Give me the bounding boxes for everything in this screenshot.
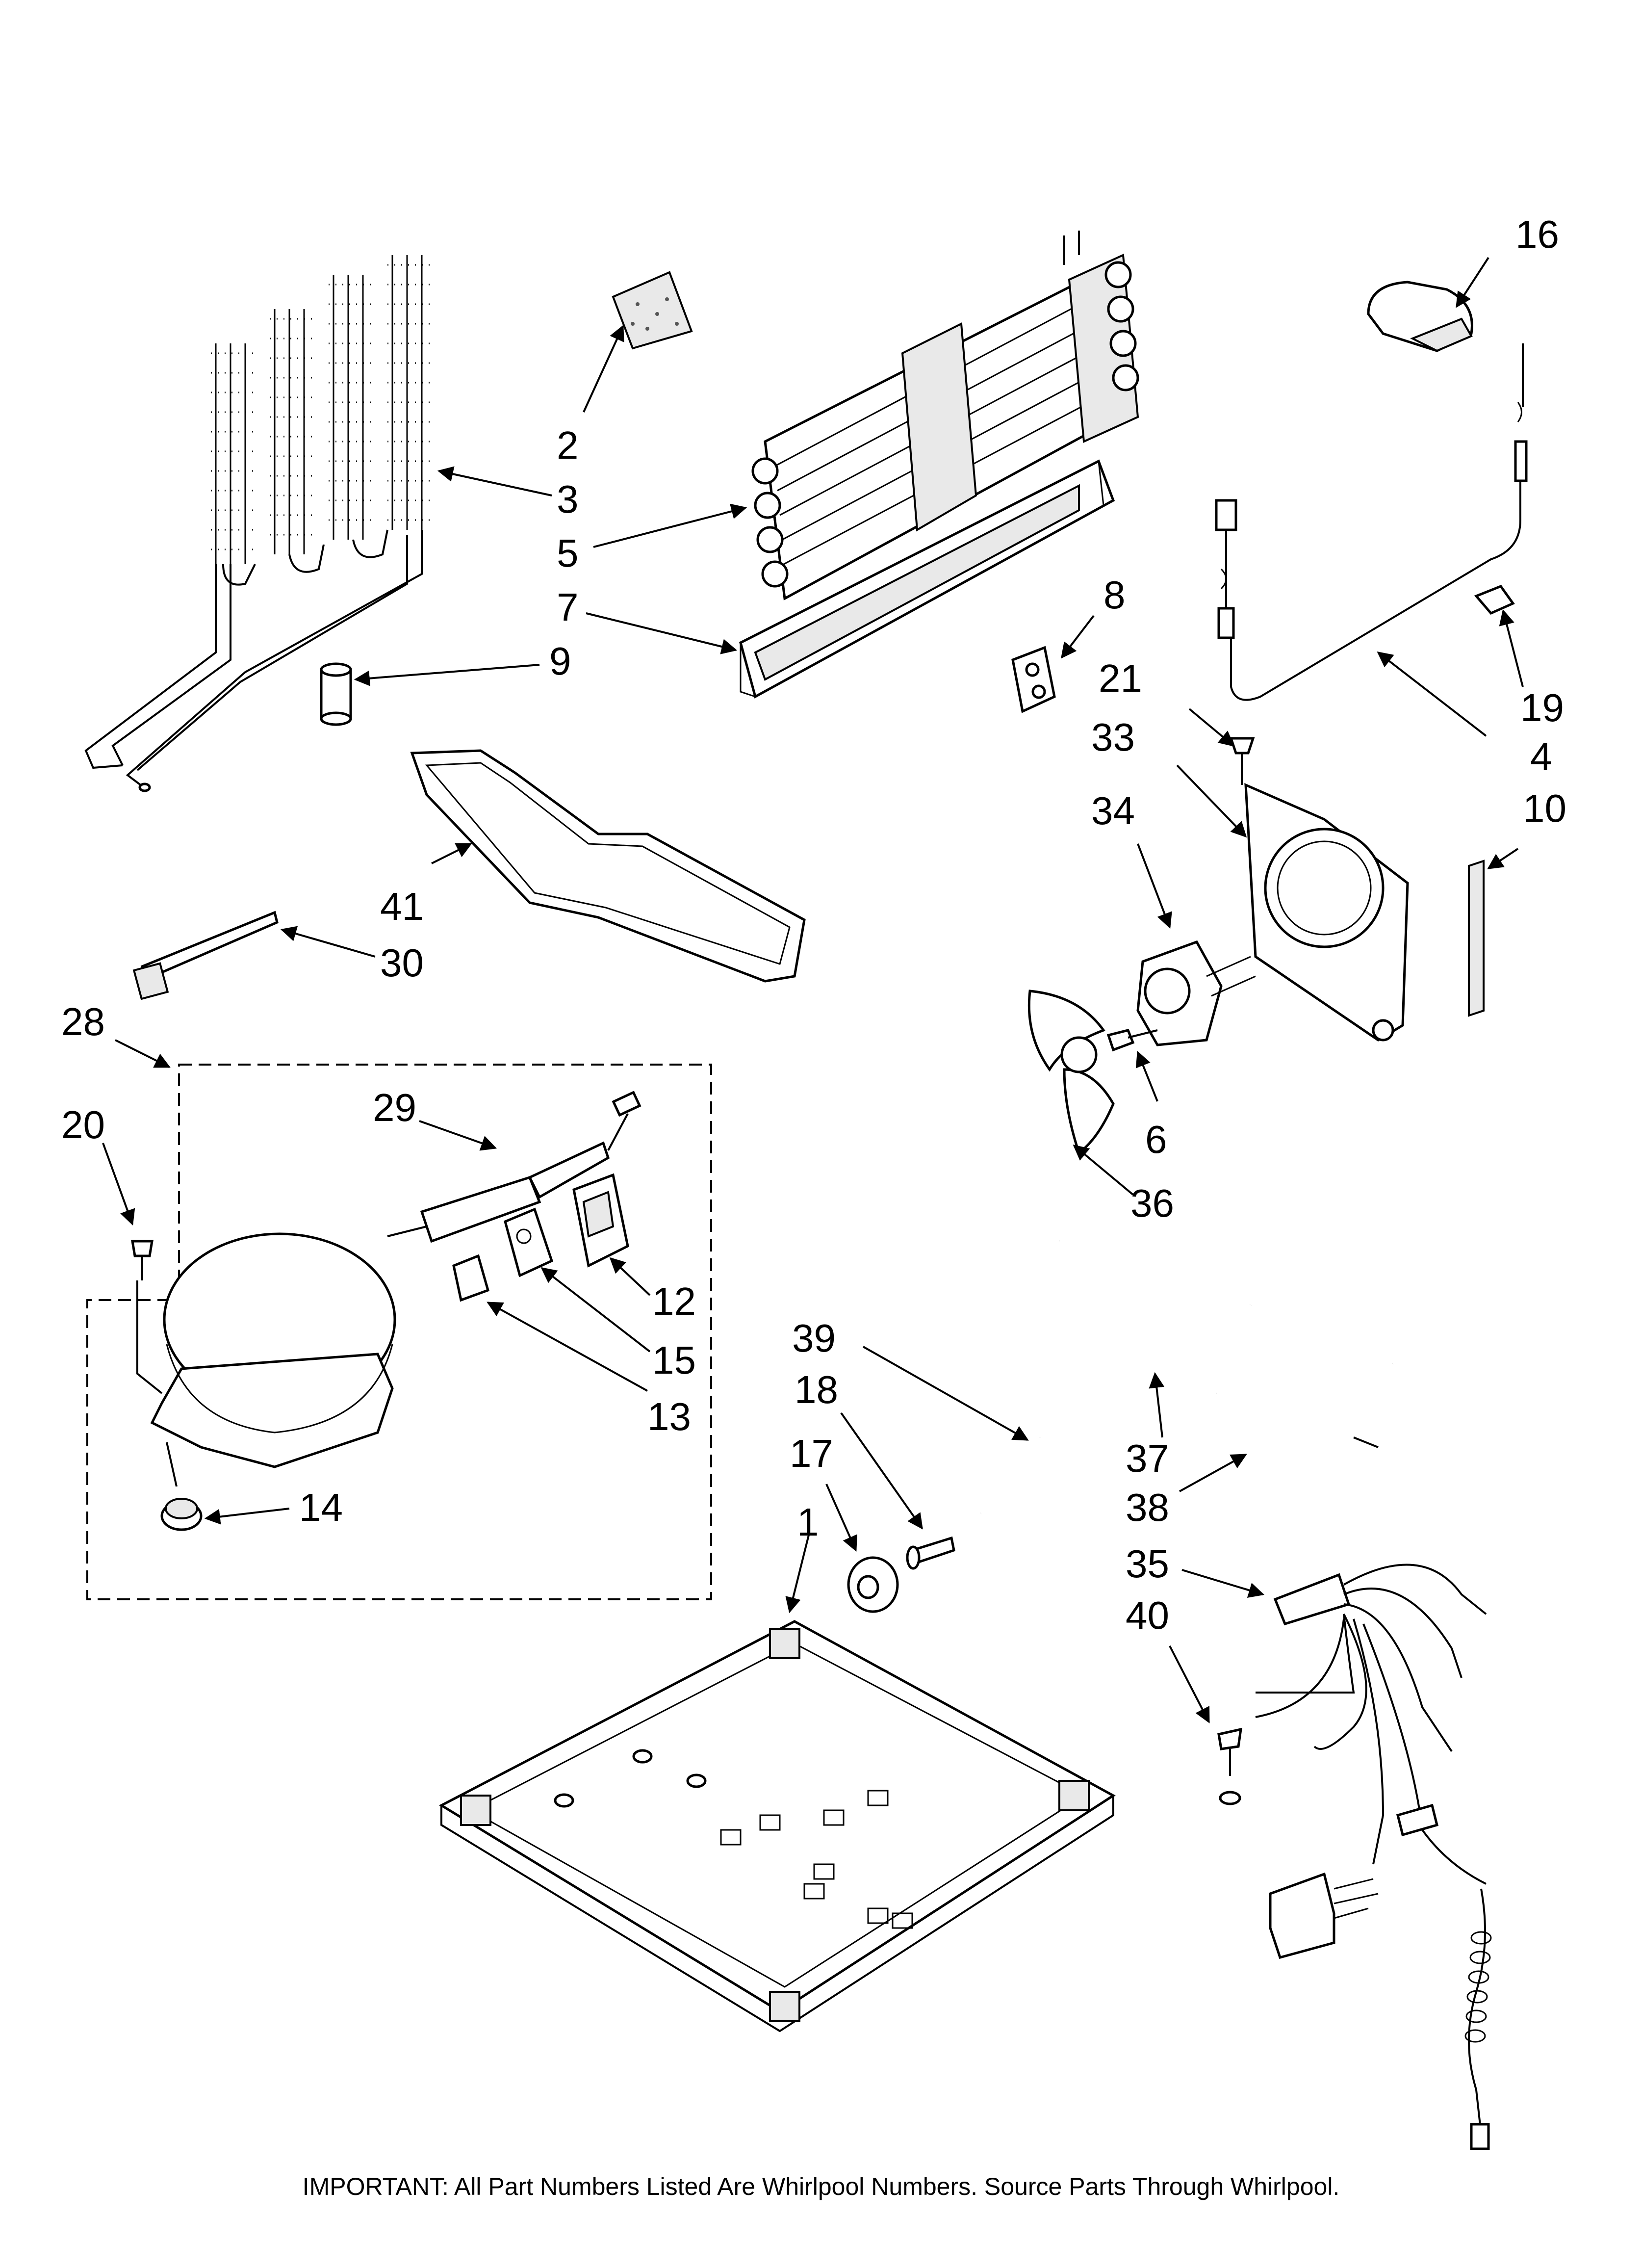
callout-19: 19 xyxy=(1520,686,1564,730)
condenser-coil xyxy=(84,255,432,792)
callout-4: 4 xyxy=(1530,735,1552,779)
callout-21: 21 xyxy=(1099,656,1142,700)
callout-16: 16 xyxy=(1515,212,1559,256)
callout-30: 30 xyxy=(380,941,424,985)
part-12-relay-cover xyxy=(572,1173,629,1268)
callout-18: 18 xyxy=(795,1368,838,1411)
cable-tie xyxy=(132,911,279,1000)
footer-note: IMPORTANT: All Part Numbers Listed Are W… xyxy=(302,2173,1340,2200)
fan-blade xyxy=(1027,990,1115,1155)
part-8-clip xyxy=(1011,646,1056,713)
callout-38: 38 xyxy=(1126,1486,1169,1529)
leader-lines xyxy=(102,257,1524,1723)
part-10-strip xyxy=(1468,860,1485,1017)
callout-20: 20 xyxy=(61,1103,105,1147)
callout-6: 6 xyxy=(1145,1118,1167,1161)
part-13-clip xyxy=(452,1254,490,1302)
callout-labels: 2 3 5 7 9 8 16 21 19 4 33 10 34 41 30 28… xyxy=(61,212,1566,1637)
callout-9: 9 xyxy=(549,639,571,683)
part-19-clip xyxy=(1474,584,1515,615)
part-17-roller xyxy=(847,1556,899,1613)
callout-3: 3 xyxy=(557,477,579,521)
callout-7: 7 xyxy=(557,585,579,629)
callout-37: 37 xyxy=(1126,1436,1169,1480)
callout-39: 39 xyxy=(792,1316,836,1360)
part-16-cover xyxy=(1367,281,1473,352)
callout-40: 40 xyxy=(1126,1593,1169,1637)
part-38-tube xyxy=(1215,1362,1396,1448)
callout-33: 33 xyxy=(1091,715,1135,759)
callout-35: 35 xyxy=(1126,1542,1169,1586)
base-frame xyxy=(438,1620,1116,2033)
callout-14: 14 xyxy=(299,1486,343,1529)
callout-15: 15 xyxy=(652,1338,696,1382)
part-39-tube xyxy=(979,1437,1049,1517)
callout-12: 12 xyxy=(652,1279,696,1323)
callout-8: 8 xyxy=(1103,573,1126,617)
drain-pan xyxy=(410,749,806,983)
evaporator xyxy=(751,231,1139,600)
part-37-tube xyxy=(1020,1237,1257,1364)
part-15-relay xyxy=(504,1207,554,1277)
callout-1: 1 xyxy=(797,1500,819,1544)
callout-28: 28 xyxy=(61,1000,105,1043)
callout-29: 29 xyxy=(373,1086,416,1129)
part-21-screw xyxy=(1229,737,1255,785)
fan-shroud xyxy=(1244,783,1409,1042)
drain-trough xyxy=(739,459,1115,699)
callout-10: 10 xyxy=(1523,786,1566,830)
callout-13: 13 xyxy=(647,1395,691,1438)
part-2-pad xyxy=(612,271,693,350)
wire-harness xyxy=(1255,1564,1492,2150)
callout-36: 36 xyxy=(1130,1181,1174,1225)
callout-2: 2 xyxy=(557,423,579,467)
part-6-screw xyxy=(1106,1029,1158,1052)
part-40-screw xyxy=(1217,1727,1242,1805)
callout-5: 5 xyxy=(557,531,579,575)
part-14-grommet xyxy=(160,1498,203,1531)
thermistor-wire xyxy=(1215,343,1528,701)
part-18-bolt xyxy=(906,1536,955,1570)
part-9-cylinder xyxy=(320,662,352,726)
part-29-drier xyxy=(387,1091,641,1243)
callout-41: 41 xyxy=(380,885,424,928)
fan-motor xyxy=(1136,940,1256,1046)
compressor xyxy=(136,1232,396,1487)
part-20-screw xyxy=(131,1240,154,1280)
callout-17: 17 xyxy=(790,1432,833,1475)
callout-34: 34 xyxy=(1091,789,1135,833)
